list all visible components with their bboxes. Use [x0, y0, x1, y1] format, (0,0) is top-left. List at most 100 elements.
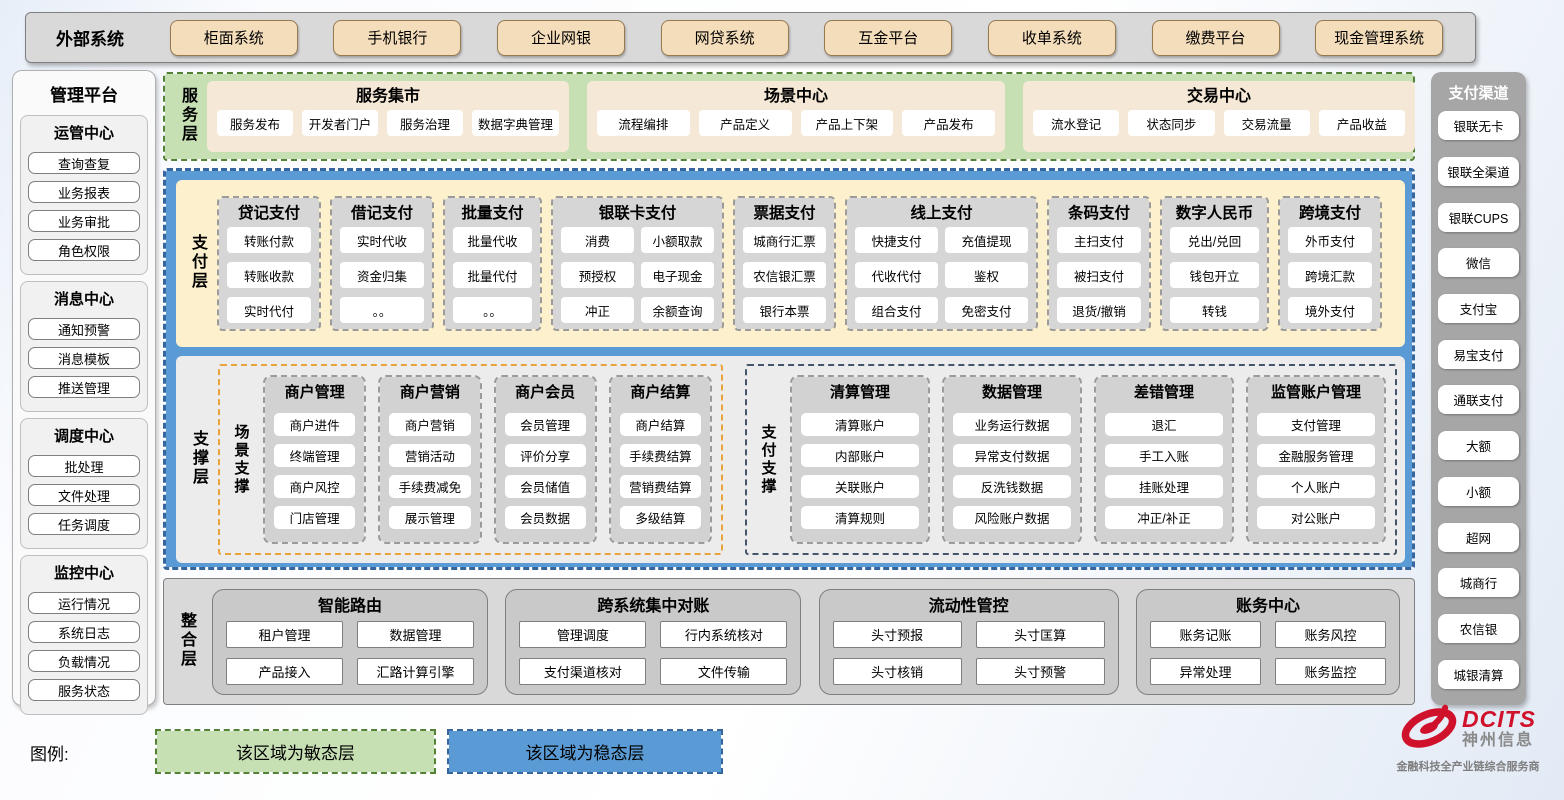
management-item-button[interactable]: 批处理	[28, 455, 140, 477]
management-item-button[interactable]: 业务报表	[28, 181, 140, 203]
payment-item-button[interactable]: 免密支付	[945, 297, 1028, 323]
service-item-button[interactable]: 服务发布	[217, 110, 293, 136]
service-item-button[interactable]: 状态同步	[1128, 110, 1215, 136]
support-item-button[interactable]: 商户结算	[619, 413, 701, 436]
support-item-button[interactable]: 反洗钱数据	[953, 475, 1071, 498]
payment-channel-button[interactable]: 城银清算	[1438, 659, 1519, 689]
payment-channel-button[interactable]: 易宝支付	[1438, 339, 1519, 369]
support-item-button[interactable]: 手工入账	[1105, 444, 1223, 467]
integration-item-button[interactable]: 支付渠道核对	[519, 657, 647, 685]
integration-item-button[interactable]: 头寸匡算	[975, 620, 1105, 648]
support-item-button[interactable]: 内部账户	[801, 444, 919, 467]
external-system-button[interactable]: 柜面系统	[169, 19, 298, 56]
payment-item-button[interactable]: 兑出/兑回	[1170, 227, 1259, 253]
management-item-button[interactable]: 消息模板	[28, 347, 140, 369]
external-system-button[interactable]: 网贷系统	[660, 19, 789, 56]
management-item-button[interactable]: 任务调度	[28, 513, 140, 535]
payment-item-button[interactable]: 充值提现	[945, 227, 1028, 253]
payment-channel-button[interactable]: 银联全渠道	[1438, 157, 1519, 187]
support-item-button[interactable]: 会员储值	[504, 475, 586, 498]
service-item-button[interactable]: 产品发布	[902, 110, 995, 136]
external-system-button[interactable]: 企业网银	[497, 19, 626, 56]
management-item-button[interactable]: 负载情况	[28, 650, 140, 672]
payment-channel-button[interactable]: 银联CUPS	[1438, 202, 1519, 232]
payment-channel-button[interactable]: 支付宝	[1438, 294, 1519, 324]
service-item-button[interactable]: 产品定义	[698, 110, 792, 136]
support-item-button[interactable]: 清算账户	[801, 413, 919, 436]
support-item-button[interactable]: 会员数据	[504, 506, 586, 529]
support-item-button[interactable]: 个人账户	[1257, 475, 1375, 498]
support-item-button[interactable]: 手续费减免	[389, 475, 471, 498]
management-item-button[interactable]: 运行情况	[28, 592, 140, 614]
payment-item-button[interactable]: 转钱	[1170, 297, 1259, 323]
payment-item-button[interactable]: 。。	[340, 297, 424, 323]
management-item-button[interactable]: 业务审批	[28, 210, 140, 232]
payment-item-button[interactable]: 实时代付	[227, 297, 311, 323]
support-item-button[interactable]: 评价分享	[504, 444, 586, 467]
management-item-button[interactable]: 系统日志	[28, 621, 140, 643]
support-item-button[interactable]: 门店管理	[274, 506, 356, 529]
management-item-button[interactable]: 角色权限	[28, 239, 140, 261]
payment-item-button[interactable]: 钱包开立	[1170, 262, 1259, 288]
support-item-button[interactable]: 商户营销	[389, 413, 471, 436]
integration-item-button[interactable]: 账务监控	[1274, 657, 1386, 685]
support-item-button[interactable]: 营销活动	[389, 444, 471, 467]
payment-item-button[interactable]: 被扫支付	[1057, 262, 1141, 288]
service-item-button[interactable]: 服务治理	[387, 110, 463, 136]
management-item-button[interactable]: 服务状态	[28, 679, 140, 701]
payment-item-button[interactable]: 批量代付	[453, 262, 532, 288]
payment-channel-button[interactable]: 城商行	[1438, 568, 1519, 598]
support-item-button[interactable]: 终端管理	[274, 444, 356, 467]
support-item-button[interactable]: 营销费结算	[619, 475, 701, 498]
support-item-button[interactable]: 展示管理	[389, 506, 471, 529]
payment-item-button[interactable]: 城商行汇票	[743, 227, 826, 253]
management-item-button[interactable]: 文件处理	[28, 484, 140, 506]
payment-item-button[interactable]: 外币支付	[1288, 227, 1372, 253]
payment-item-button[interactable]: 转账收款	[227, 262, 311, 288]
payment-channel-button[interactable]: 微信	[1438, 248, 1519, 278]
payment-item-button[interactable]: 银行本票	[743, 297, 826, 323]
service-item-button[interactable]: 产品收益	[1318, 110, 1405, 136]
service-item-button[interactable]: 产品上下架	[800, 110, 894, 136]
integration-item-button[interactable]: 头寸预报	[832, 620, 962, 648]
payment-item-button[interactable]: 快捷支付	[855, 227, 938, 253]
payment-item-button[interactable]: 组合支付	[855, 297, 938, 323]
payment-item-button[interactable]: 消费	[561, 227, 634, 253]
service-item-button[interactable]: 开发者门户	[302, 110, 378, 136]
payment-channel-button[interactable]: 银联无卡	[1438, 111, 1519, 141]
service-item-button[interactable]: 流程编排	[597, 110, 690, 136]
payment-channel-button[interactable]: 农信银	[1438, 613, 1519, 643]
payment-item-button[interactable]: 批量代收	[453, 227, 532, 253]
integration-item-button[interactable]: 账务记账	[1149, 620, 1261, 648]
support-item-button[interactable]: 会员管理	[504, 413, 586, 436]
integration-item-button[interactable]: 数据管理	[357, 620, 474, 648]
service-item-button[interactable]: 交易流量	[1223, 110, 1310, 136]
management-item-button[interactable]: 通知预警	[28, 318, 140, 340]
payment-item-button[interactable]: 余额查询	[641, 297, 714, 323]
payment-item-button[interactable]: 电子现金	[641, 262, 714, 288]
support-item-button[interactable]: 异常支付数据	[953, 444, 1071, 467]
integration-item-button[interactable]: 异常处理	[1149, 657, 1261, 685]
support-item-button[interactable]: 商户进件	[274, 413, 356, 436]
payment-item-button[interactable]: 预授权	[561, 262, 634, 288]
payment-item-button[interactable]: 冲正	[561, 297, 634, 323]
payment-channel-button[interactable]: 大额	[1438, 431, 1519, 461]
payment-channel-button[interactable]: 超网	[1438, 522, 1519, 552]
external-system-button[interactable]: 手机银行	[333, 19, 462, 56]
support-item-button[interactable]: 对公账户	[1257, 506, 1375, 529]
integration-item-button[interactable]: 行内系统核对	[660, 620, 788, 648]
payment-item-button[interactable]: 。。	[453, 297, 532, 323]
payment-channel-button[interactable]: 小额	[1438, 476, 1519, 506]
external-system-button[interactable]: 现金管理系统	[1315, 19, 1444, 56]
support-item-button[interactable]: 关联账户	[801, 475, 919, 498]
integration-item-button[interactable]: 账务风控	[1274, 620, 1386, 648]
support-item-button[interactable]: 清算规则	[801, 506, 919, 529]
payment-item-button[interactable]: 鉴权	[945, 262, 1028, 288]
external-system-button[interactable]: 收单系统	[987, 19, 1116, 56]
integration-item-button[interactable]: 头寸核销	[832, 657, 962, 685]
integration-item-button[interactable]: 汇路计算引擎	[357, 657, 474, 685]
support-item-button[interactable]: 挂账处理	[1105, 475, 1223, 498]
payment-item-button[interactable]: 境外支付	[1288, 297, 1372, 323]
payment-item-button[interactable]: 跨境汇款	[1288, 262, 1372, 288]
external-system-button[interactable]: 互金平台	[824, 19, 953, 56]
